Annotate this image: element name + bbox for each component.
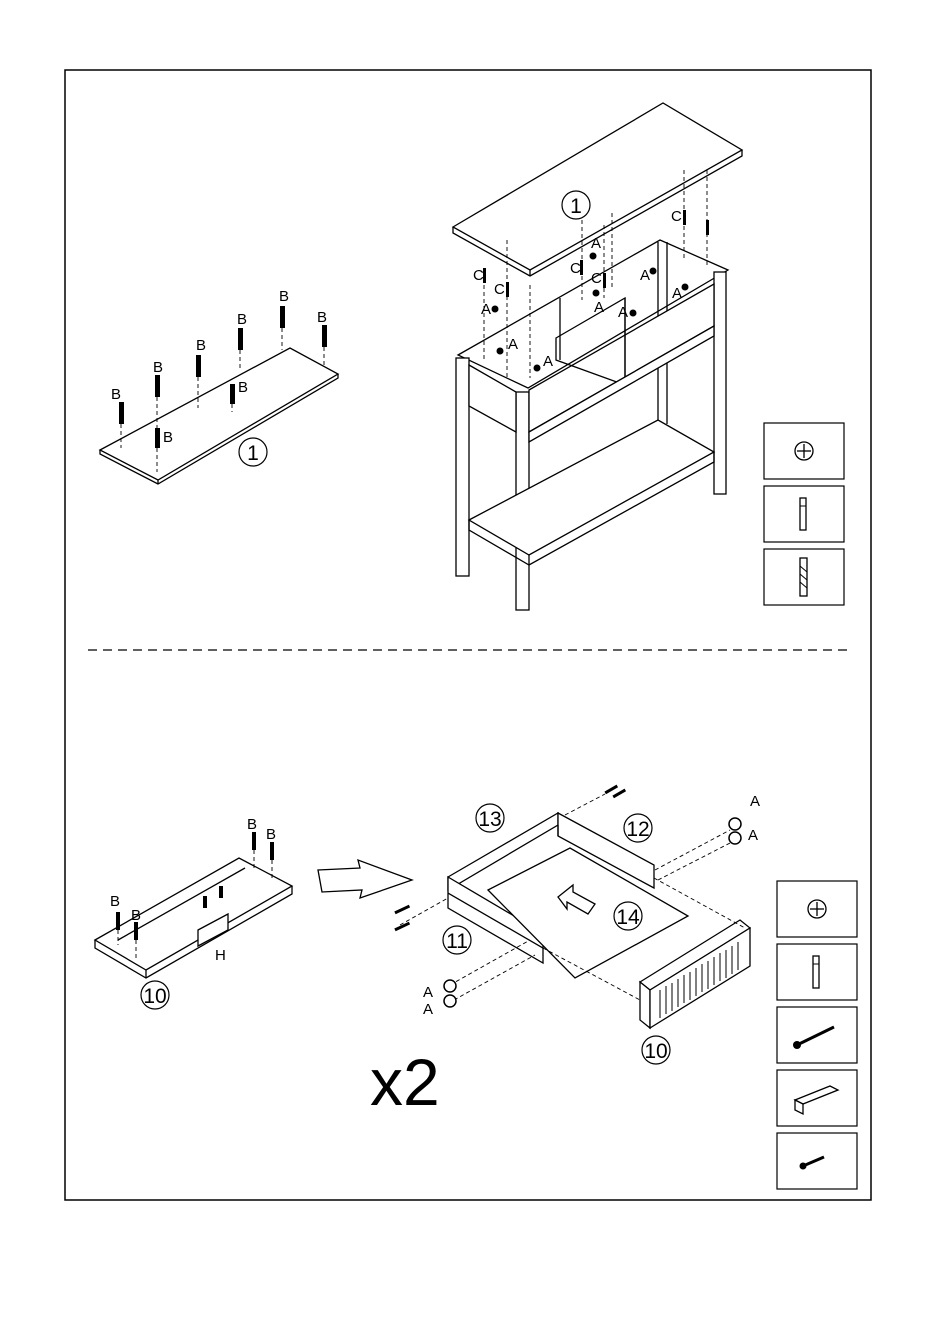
part-number: 10 <box>644 1040 667 1063</box>
table-leg <box>714 272 726 494</box>
screw-label: C <box>494 281 505 298</box>
cam-label: A <box>423 1001 433 1018</box>
dowel-label: B <box>110 893 120 910</box>
wood-dowel-icon <box>800 498 806 530</box>
page-frame <box>65 70 871 1200</box>
cam-label: A <box>640 267 650 284</box>
cam-label: A <box>481 301 491 318</box>
cam-label: A <box>591 235 601 252</box>
part-number: 12 <box>626 818 649 841</box>
part-number: 11 <box>446 930 468 953</box>
direction-arrow <box>318 860 412 898</box>
hardware-legend-top <box>764 423 844 605</box>
cam-label: A <box>618 304 628 321</box>
cam-lock-icon <box>808 900 826 918</box>
cam-label: A <box>423 984 433 1001</box>
cam-label: A <box>750 793 760 810</box>
dowel-label: B <box>237 311 247 328</box>
drawer-front-panel <box>95 858 292 970</box>
dowel-label: B <box>131 907 141 924</box>
cam-label: A <box>543 353 553 370</box>
cam-bolt-icon <box>800 558 807 596</box>
screw-label: C <box>570 260 581 277</box>
drawer-box-diagram: 13 12 11 14 10 A A A A <box>394 785 760 1064</box>
cam-label: A <box>594 299 604 316</box>
cam-lock-icon <box>795 442 813 460</box>
part-number: 1 <box>247 442 259 465</box>
cam-label: A <box>672 285 682 302</box>
console-table-diagram: 1 <box>453 103 844 610</box>
dowel-label: B <box>317 309 327 326</box>
drawer-front-diagram: B B B B H 10 <box>95 816 292 1009</box>
part-number: 10 <box>143 985 166 1008</box>
cam-label: A <box>508 336 518 353</box>
table-leg <box>456 358 469 576</box>
cam-label: A <box>748 827 758 844</box>
top-panel-shape <box>100 348 338 480</box>
screw-label: C <box>671 208 682 225</box>
dowel-label: B <box>238 379 248 396</box>
part-number: 1 <box>570 195 582 218</box>
dowel-label: B <box>163 429 173 446</box>
top-panel-dowel-diagram: B B B B B B B B 1 <box>100 288 338 484</box>
bottom-shelf <box>469 420 714 555</box>
part-number: 14 <box>616 906 640 929</box>
dowel-label: B <box>266 826 276 843</box>
wood-dowel-icon <box>813 956 819 988</box>
dowel-label: B <box>153 359 163 376</box>
quantity-multiplier: x2 <box>370 1045 440 1119</box>
dowel-label: B <box>247 816 257 833</box>
hardware-legend-bottom <box>777 881 857 1189</box>
part-number: 13 <box>478 808 501 831</box>
screw-label: C <box>591 270 602 287</box>
dowel-label: B <box>196 337 206 354</box>
handle-label: H <box>215 947 226 964</box>
dowel-label: B <box>111 386 121 403</box>
screw-label: C <box>473 267 484 284</box>
dowel-label: B <box>279 288 289 305</box>
